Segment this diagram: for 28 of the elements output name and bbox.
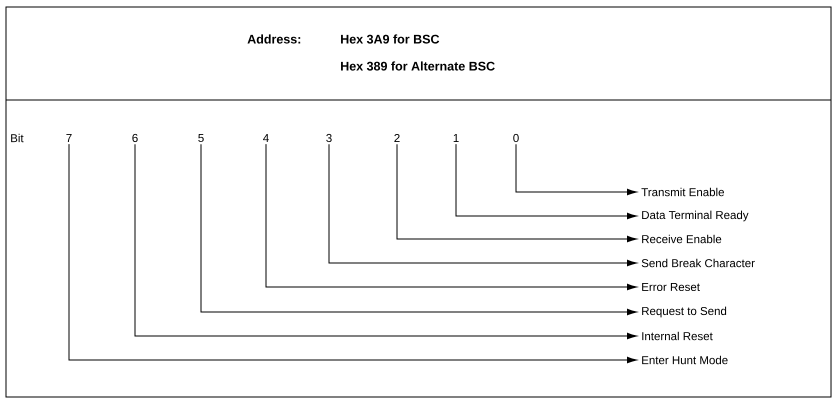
arrow: [396, 144, 637, 242]
bit-number: 2: [394, 134, 400, 142]
address-text: Hex 3A9 for BSC: [341, 34, 440, 44]
signal-name: Request to Send: [642, 306, 726, 318]
signal-name: Data Terminal Ready: [642, 210, 749, 222]
signal-name: Transmit Enable: [641, 188, 724, 196]
bit-number: 5: [198, 134, 204, 142]
signal-name: Internal Reset: [642, 332, 713, 340]
bit-number: 0: [513, 134, 519, 142]
arrow: [134, 144, 637, 340]
arrow: [516, 144, 637, 196]
arrow: [200, 144, 637, 316]
bit-number: 3: [326, 134, 332, 142]
bit-number: 4: [263, 134, 269, 142]
bit-label: Bit: [11, 134, 24, 142]
arrow: [456, 144, 637, 220]
arrow: [68, 144, 637, 364]
bit-number: 6: [132, 134, 138, 142]
bit-number: 1: [454, 134, 459, 142]
address-label: Address:: [248, 34, 300, 44]
signal-name: Error Reset: [642, 283, 700, 292]
address-text: Hex 389 for Alternate BSC: [341, 61, 495, 71]
bit-number: 7: [66, 134, 72, 142]
signal-name: Send Break Character: [642, 258, 755, 268]
arrow: [266, 144, 637, 290]
signal-name: Receive Enable: [642, 234, 722, 244]
arrow: [328, 144, 637, 266]
signal-name: Enter Hunt Mode: [642, 356, 728, 364]
